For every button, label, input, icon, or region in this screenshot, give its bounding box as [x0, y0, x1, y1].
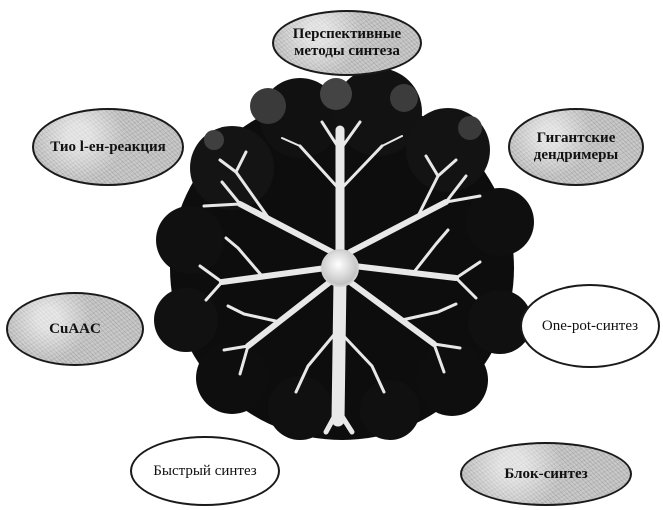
method-bubble-block-synthesis: Блок-синтез [460, 442, 632, 506]
method-label: Перспективные методы синтеза [274, 26, 420, 60]
method-label: CuAAC [43, 321, 107, 338]
method-label: Тио l-ен-реакция [44, 139, 172, 156]
dendrimer-core [322, 250, 358, 286]
method-label: Быстрый синтез [147, 463, 262, 480]
method-label: Блок-синтез [498, 466, 593, 483]
method-bubble-giant-dendrimers: Гигантские дендримеры [508, 108, 644, 186]
method-bubble-one-pot: One-pot-синтез [520, 284, 660, 368]
method-label: One-pot-синтез [536, 318, 644, 335]
method-bubble-cuaac: CuAAC [6, 292, 144, 366]
method-bubble-thiol-ene: Тио l-ен-реакция [32, 108, 184, 186]
method-bubble-fast-synthesis: Быстрый синтез [130, 436, 280, 506]
method-bubble-perspective: Перспективные методы синтеза [272, 10, 422, 76]
method-label: Гигантские дендримеры [510, 130, 642, 164]
